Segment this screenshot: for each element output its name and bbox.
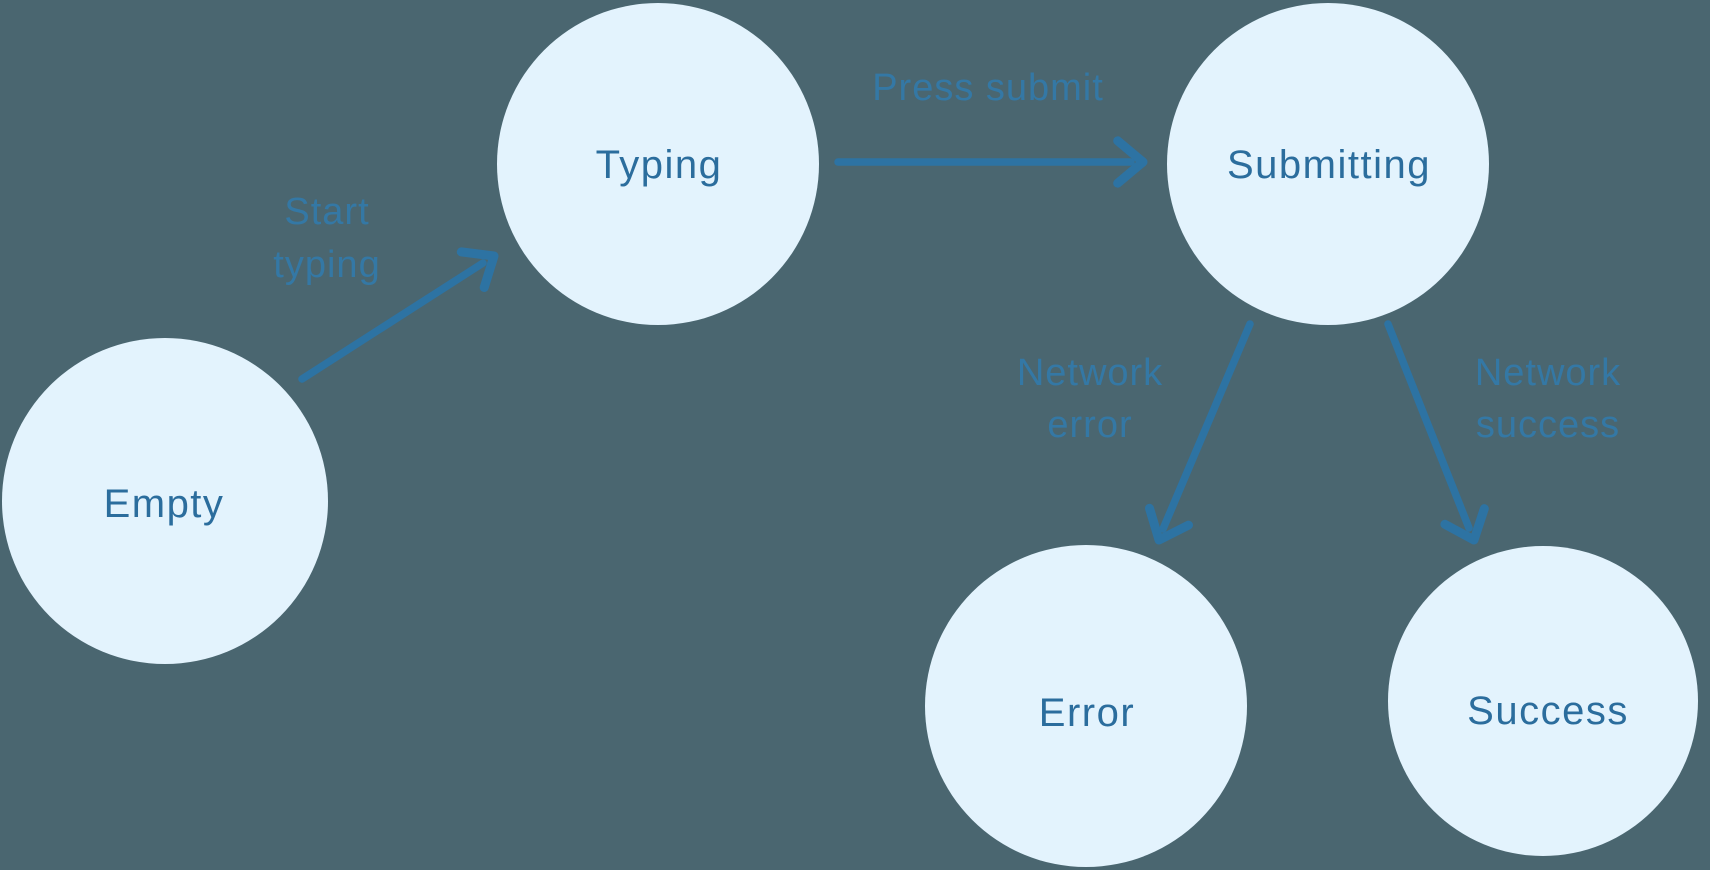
state-node-typing: Typing: [497, 3, 819, 325]
edge-label-network-error-line2: error: [1047, 404, 1132, 446]
state-label-success: Success: [1467, 689, 1629, 733]
state-label-submitting: Submitting: [1227, 143, 1431, 187]
state-label-empty: Empty: [104, 482, 225, 526]
arrow-shaft: [298, 259, 487, 383]
state-circle-typing: [497, 3, 819, 325]
edge-typing-to-submitting: Press submit: [834, 67, 1148, 188]
state-circle-empty: [2, 338, 328, 664]
arrowhead-icon: [1440, 504, 1489, 545]
edge-submitting-to-success: Network success: [1384, 320, 1621, 545]
edge-label-start-typing-line1: Start: [284, 191, 369, 233]
edge-label-press-submit: Press submit: [872, 67, 1104, 109]
state-circle-submitting: [1167, 3, 1489, 325]
state-label-error: Error: [1039, 691, 1135, 735]
edge-label-network-success-line2: success: [1476, 404, 1620, 446]
edge-label-network-success-line1: Network: [1475, 352, 1621, 394]
state-circle-error: [925, 545, 1247, 867]
state-circle-success: [1388, 546, 1698, 856]
arrow-shaft: [1384, 320, 1473, 532]
state-node-success: Success: [1388, 546, 1698, 856]
state-node-error: Error: [925, 545, 1247, 867]
state-node-submitting: Submitting: [1167, 3, 1489, 325]
state-node-empty: Empty: [2, 338, 328, 664]
edge-submitting-to-error: Network error: [1017, 320, 1254, 545]
arrowhead-icon: [456, 247, 499, 292]
arrowhead-icon: [1145, 503, 1193, 545]
edge-label-network-error-line1: Network: [1017, 352, 1163, 394]
state-label-typing: Typing: [596, 143, 723, 187]
edge-empty-to-typing: Start typing: [273, 191, 499, 383]
arrow-shaft: [1159, 320, 1254, 533]
edge-label-start-typing-line2: typing: [273, 244, 380, 286]
arrowhead-icon: [1113, 136, 1148, 188]
